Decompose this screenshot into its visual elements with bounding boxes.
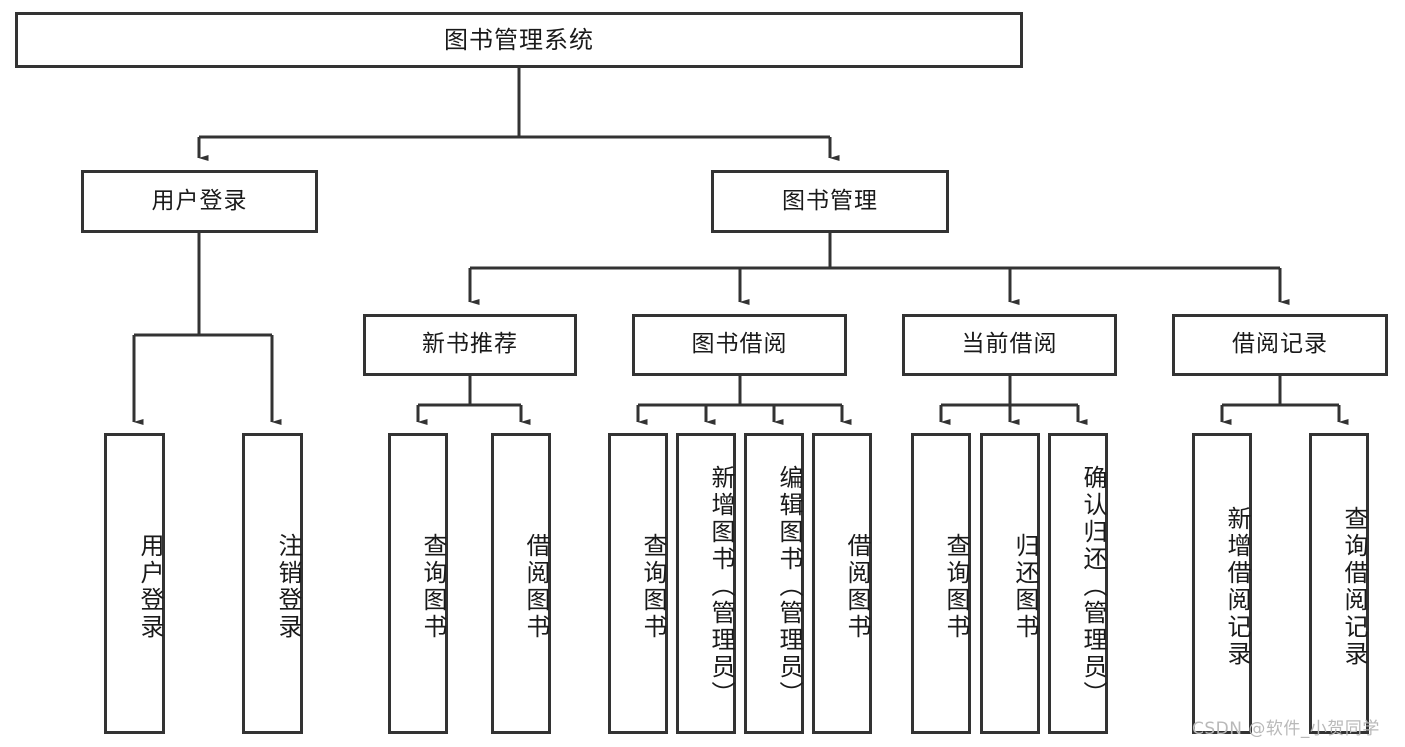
node-borrow-record-label: 借阅记录 [1232,331,1328,358]
leaf-current-confirm-admin[interactable]: 确认归还（管理员） [1048,433,1108,734]
leaf-borrow-borrow[interactable]: 借阅图书 [812,433,872,734]
node-book-borrow-label: 图书借阅 [691,331,788,358]
leaf-new-book-query-label: 查询图书 [419,532,447,641]
leaf-record-query-label: 查询借阅记录 [1340,505,1368,668]
leaf-user-login-signout-label: 注销登录 [274,532,302,641]
leaf-borrow-query[interactable]: 查询图书 [608,433,668,734]
leaf-current-query[interactable]: 查询图书 [911,433,971,734]
node-book-borrow[interactable]: 图书借阅 [632,314,847,376]
leaf-current-confirm-admin-label: 确认归还（管理员） [1079,465,1107,708]
leaf-record-add[interactable]: 新增借阅记录 [1192,433,1252,734]
leaf-new-book-borrow-label: 借阅图书 [522,532,550,641]
leaf-user-login-signin-label: 用户登录 [136,532,164,641]
node-current-borrow[interactable]: 当前借阅 [902,314,1117,376]
leaf-borrow-borrow-label: 借阅图书 [843,532,871,641]
csdn-watermark: CSDN @软件_小贺同学 [1192,719,1380,739]
leaf-current-return-label: 归还图书 [1011,532,1039,641]
node-current-borrow-label: 当前借阅 [961,331,1058,358]
leaf-user-login-signout[interactable]: 注销登录 [242,433,303,734]
node-root-system[interactable]: 图书管理系统 [15,12,1023,68]
leaf-borrow-edit-admin[interactable]: 编辑图书（管理员） [744,433,804,734]
leaf-record-add-label: 新增借阅记录 [1223,505,1251,668]
leaf-new-book-borrow[interactable]: 借阅图书 [491,433,551,734]
node-user-login-label: 用户登录 [151,187,248,214]
node-root-system-label: 图书管理系统 [444,25,594,54]
leaf-borrow-add-admin[interactable]: 新增图书（管理员） [676,433,736,734]
leaf-record-query[interactable]: 查询借阅记录 [1309,433,1369,734]
leaf-borrow-add-admin-label: 新增图书（管理员） [707,465,735,708]
node-borrow-record[interactable]: 借阅记录 [1172,314,1388,376]
node-user-login[interactable]: 用户登录 [81,170,318,233]
leaf-new-book-query[interactable]: 查询图书 [388,433,448,734]
node-new-book-recommend[interactable]: 新书推荐 [363,314,577,376]
node-book-manage-label: 图书管理 [782,187,878,214]
node-new-book-recommend-label: 新书推荐 [422,331,518,358]
leaf-borrow-query-label: 查询图书 [639,532,667,641]
leaf-current-query-label: 查询图书 [942,532,970,641]
leaf-user-login-signin[interactable]: 用户登录 [104,433,165,734]
node-book-manage[interactable]: 图书管理 [711,170,949,233]
leaf-borrow-edit-admin-label: 编辑图书（管理员） [775,465,803,708]
leaf-current-return[interactable]: 归还图书 [980,433,1040,734]
